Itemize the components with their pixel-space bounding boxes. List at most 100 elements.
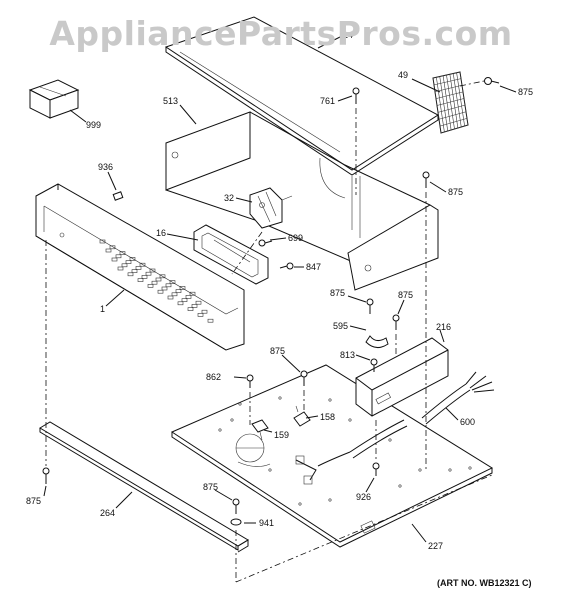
callout-926: 926 xyxy=(356,492,371,502)
relay-bracket-part xyxy=(249,187,293,229)
grille-bar xyxy=(438,111,467,120)
screw-icon xyxy=(232,498,240,514)
plate-hole xyxy=(348,418,352,422)
panel-button xyxy=(179,286,186,290)
callout-16: 16 xyxy=(156,228,166,238)
screw-icon xyxy=(352,87,360,104)
screw-icon xyxy=(300,370,308,386)
panel-button xyxy=(129,257,136,261)
screw-icon xyxy=(484,77,500,85)
panel-button xyxy=(161,286,168,291)
vent-grille-part xyxy=(432,71,469,134)
callout-847: 847 xyxy=(306,262,321,272)
grille-bar xyxy=(449,74,459,129)
callout-761: 761 xyxy=(320,96,335,106)
panel-button xyxy=(145,271,152,276)
panel-button xyxy=(189,291,196,296)
panel-button xyxy=(157,289,164,294)
screw-icon xyxy=(370,358,378,372)
callout-699: 699 xyxy=(288,233,303,243)
panel-button xyxy=(191,304,198,308)
callout-49: 49 xyxy=(398,70,408,80)
trim-strip-part xyxy=(39,421,249,553)
plate-hole xyxy=(328,498,332,502)
panel-button xyxy=(165,283,172,288)
grille-bar xyxy=(437,104,466,113)
panel-button xyxy=(135,266,142,270)
screw-icon xyxy=(42,467,50,484)
plate-hole xyxy=(238,402,242,406)
panel-button xyxy=(195,300,202,305)
panel-button xyxy=(115,254,122,259)
plate-hole xyxy=(218,428,222,432)
plate-hole xyxy=(230,418,234,422)
panel-button xyxy=(185,295,192,299)
panel-button xyxy=(149,268,156,273)
panel-button xyxy=(141,275,148,279)
callout-227: 227 xyxy=(428,541,443,551)
callout-813: 813 xyxy=(340,350,355,360)
screw-icon xyxy=(279,262,294,270)
callout-1: 1 xyxy=(100,304,105,314)
callout-941: 941 xyxy=(259,518,274,528)
callout-14: 14 xyxy=(343,30,353,40)
callout-513: 513 xyxy=(163,96,178,106)
grille-bar xyxy=(436,98,465,106)
callout-875: 875 xyxy=(398,290,413,300)
panel-button xyxy=(171,292,178,297)
panel-button xyxy=(119,251,126,255)
panel-button xyxy=(187,307,194,311)
plate-hole xyxy=(388,438,392,442)
callout-875: 875 xyxy=(448,187,463,197)
clip-part xyxy=(112,191,124,201)
callout-32: 32 xyxy=(224,193,234,203)
panel-button xyxy=(117,266,124,271)
terminal-cover-part xyxy=(355,337,449,417)
panel-button xyxy=(139,262,146,267)
alignment-lines xyxy=(45,80,493,583)
parts-box-icon xyxy=(28,79,80,119)
panel-button xyxy=(169,280,176,284)
plate-hole xyxy=(448,468,452,472)
wrapper-frame-part xyxy=(165,111,439,291)
callout-862: 862 xyxy=(206,372,221,382)
panel-button xyxy=(175,289,182,293)
grille-bar xyxy=(459,71,469,126)
grille-bar xyxy=(440,124,469,134)
callout-999: 999 xyxy=(86,120,101,130)
thermostat-part xyxy=(293,405,311,427)
panel-button xyxy=(125,260,132,264)
screw-icon xyxy=(258,239,273,247)
callouts: 14 49 875 761 513 999 936 875 32 16 699 … xyxy=(26,30,533,551)
screw-icon xyxy=(422,171,430,188)
callout-595: 595 xyxy=(333,321,348,331)
screw-icon xyxy=(392,314,400,330)
control-panel-part xyxy=(35,183,245,351)
panel-button xyxy=(147,284,154,288)
callout-600: 600 xyxy=(460,417,475,427)
panel-button xyxy=(201,309,208,314)
panel-button xyxy=(131,269,138,273)
plate-hole xyxy=(418,468,422,472)
screw-icon xyxy=(366,298,374,314)
callout-875: 875 xyxy=(270,346,285,356)
plate-hole xyxy=(278,396,282,400)
panel-button xyxy=(155,277,162,282)
callout-216: 216 xyxy=(436,322,451,332)
top-cover-part xyxy=(164,16,439,176)
callout-264: 264 xyxy=(100,508,115,518)
control-board-part xyxy=(193,224,269,285)
plate-hole xyxy=(328,398,332,402)
art-number: (ART NO. WB12321 C) xyxy=(437,578,532,588)
panel-button xyxy=(181,298,188,302)
callout-875: 875 xyxy=(330,288,345,298)
plate-hole xyxy=(468,466,472,470)
panel-button xyxy=(127,272,134,277)
bottom-plate-part xyxy=(170,364,494,548)
panel-button xyxy=(121,263,128,268)
panel-button xyxy=(105,248,112,253)
panel-button xyxy=(109,245,116,250)
callout-875: 875 xyxy=(518,87,533,97)
